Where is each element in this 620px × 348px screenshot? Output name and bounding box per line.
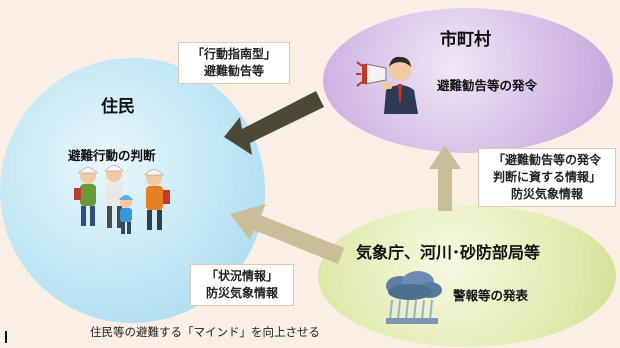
arrow-met-to-resident <box>230 204 344 264</box>
city-title: 市町村 <box>440 30 491 50</box>
label-line: 防災気象情報 <box>205 286 278 300</box>
label-line: 防災気象情報 <box>510 187 583 201</box>
label-situation-info: 「状況情報」 防災気象情報 <box>190 264 294 306</box>
resident-subtitle: 避難行動の判断 <box>68 148 156 163</box>
arrow-met-to-city <box>429 145 461 211</box>
label-line: 「避難勧告等の発令 <box>492 153 601 167</box>
label-line: 「状況情報」 <box>205 269 278 283</box>
evacuating-people-illustration <box>74 165 170 234</box>
label-line: 避難勧告等 <box>203 64 264 78</box>
city-subtitle: 避難勧告等の発令 <box>437 78 538 93</box>
label-decision-support-info: 「避難勧告等の発令 判断に資する情報」 防災気象情報 <box>478 148 616 207</box>
arrow-city-to-resident <box>224 91 324 155</box>
megaphone-official-icon <box>356 56 418 114</box>
met-agency-circle <box>318 205 616 347</box>
label-line: 「行動指南型」 <box>191 47 276 61</box>
met-agency-subtitle: 警報等の発表 <box>453 288 529 303</box>
label-action-guidance-evacuation: 「行動指南型」 避難勧告等 <box>178 42 290 84</box>
label-line: 判断に資する情報」 <box>492 170 601 184</box>
resident-title: 住民 <box>101 97 135 117</box>
bottom-caption: 住民等の避難する「マインド」を向上させる <box>90 325 320 339</box>
storm-cloud-icon <box>386 271 442 324</box>
text-cursor-mark <box>5 331 7 343</box>
met-agency-title: 気象庁、河川･砂防部局等 <box>356 243 541 262</box>
